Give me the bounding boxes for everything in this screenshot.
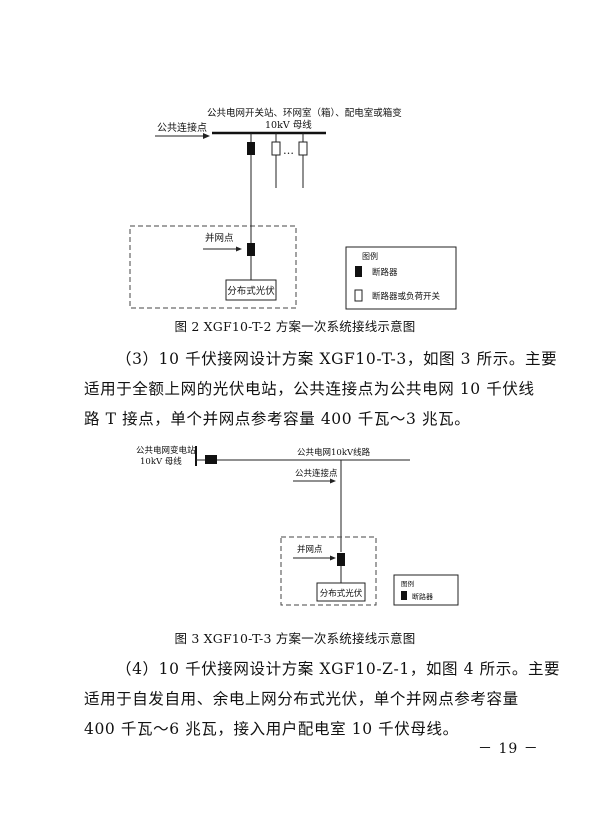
paragraph-4-line-2: 适用于自发自用、余电上网分布式光伏，单个并网点参考容量 — [84, 690, 519, 708]
fig2-station-title: 公共电网开关站、环网室（箱）、配电室或箱变 — [207, 107, 402, 119]
fig3-substation-label: 公共电网变电站 — [136, 445, 196, 456]
fig3-legend-item-1: 断路器 — [412, 592, 433, 601]
fig2-legend-title: 图例 — [362, 251, 378, 261]
fig2-ellipsis: … — [283, 144, 294, 157]
fig2-pcc-arrowhead — [203, 133, 210, 139]
fig3-grid-point-arrowhead — [330, 555, 336, 561]
fig2-grid-point-label: 并网点 — [205, 232, 234, 244]
fig2-legend-item-2: 断路器或负荷开关 — [372, 291, 441, 302]
paragraph-3-line-3: 路 T 接点，单个并网点参考容量 400 千瓦～3 兆瓦。 — [84, 410, 471, 428]
fig2-pv-box — [225, 279, 277, 301]
fig2-pv-label: 分布式光伏 — [227, 285, 275, 297]
fig3-legend-breaker-icon — [401, 591, 407, 600]
paragraph-3: （3）10 千伏接网设计方案 XGF10-T-3，如图 3 所示。主要 适用于全… — [84, 344, 558, 434]
paragraph-4-line-1: （4）10 千伏接网设计方案 XGF10-Z-1，如图 4 所示。主要 — [116, 660, 561, 678]
fig2-legend-switch-icon — [354, 289, 363, 302]
page-number: － 19 － — [478, 741, 539, 757]
fig3-breaker-substation — [205, 455, 217, 464]
figure-2-caption: 图 2 XGF10-T-2 方案一次系统接线示意图 — [174, 319, 416, 334]
fig2-switch-2 — [271, 141, 281, 156]
fig3-pv-box — [316, 582, 366, 602]
fig3-breaker-grid-point — [337, 553, 345, 566]
paragraph-4-line-3: 400 千瓦～6 兆瓦，接入用户配电室 10 千伏母线。 — [84, 720, 459, 738]
fig3-legend-title: 图例 — [401, 579, 414, 588]
paragraph-3-line-1: （3）10 千伏接网设计方案 XGF10-T-3，如图 3 所示。主要 — [116, 350, 558, 368]
fig3-grid-point-label: 并网点 — [297, 544, 323, 555]
figure-3-caption: 图 3 XGF10-T-3 方案一次系统接线示意图 — [174, 631, 416, 646]
fig2-legend-box — [345, 246, 457, 310]
fig2-legend-breaker-icon — [355, 266, 362, 277]
fig2-bus-label: 10kV 母线 — [265, 119, 312, 131]
fig3-pcc-label: 公共连接点 — [295, 468, 338, 479]
fig2-customer-boundary — [129, 225, 297, 309]
fig2-breaker-grid-point — [247, 243, 255, 256]
fig2-switch-3 — [298, 141, 308, 156]
fig2-pcc-label: 公共连接点 — [157, 121, 207, 134]
paragraph-3-line-2: 适用于全额上网的光伏电站，公共连接点为公共电网 10 千伏线 — [84, 380, 535, 398]
figure-3-diagram: 公共电网变电站 10kV 母线 公共电网10kV线路 公共连接点 并网点 分布式… — [136, 445, 459, 606]
fig3-pcc-arrowhead — [330, 478, 336, 484]
fig3-customer-boundary — [280, 536, 377, 606]
fig3-pv-label: 分布式光伏 — [320, 588, 363, 599]
fig3-line-label: 公共电网10kV线路 — [297, 447, 371, 458]
fig2-breaker-main — [247, 142, 255, 155]
fig3-bus-label: 10kV 母线 — [140, 456, 182, 467]
fig2-legend-item-1: 断路器 — [372, 267, 398, 278]
paragraph-4: （4）10 千伏接网设计方案 XGF10-Z-1，如图 4 所示。主要 适用于自… — [84, 654, 561, 744]
fig2-grid-point-arrowhead — [236, 246, 242, 252]
figure-2-diagram: 公共电网开关站、环网室（箱）、配电室或箱变 10kV 母线 公共连接点 … 并网… — [129, 107, 457, 310]
